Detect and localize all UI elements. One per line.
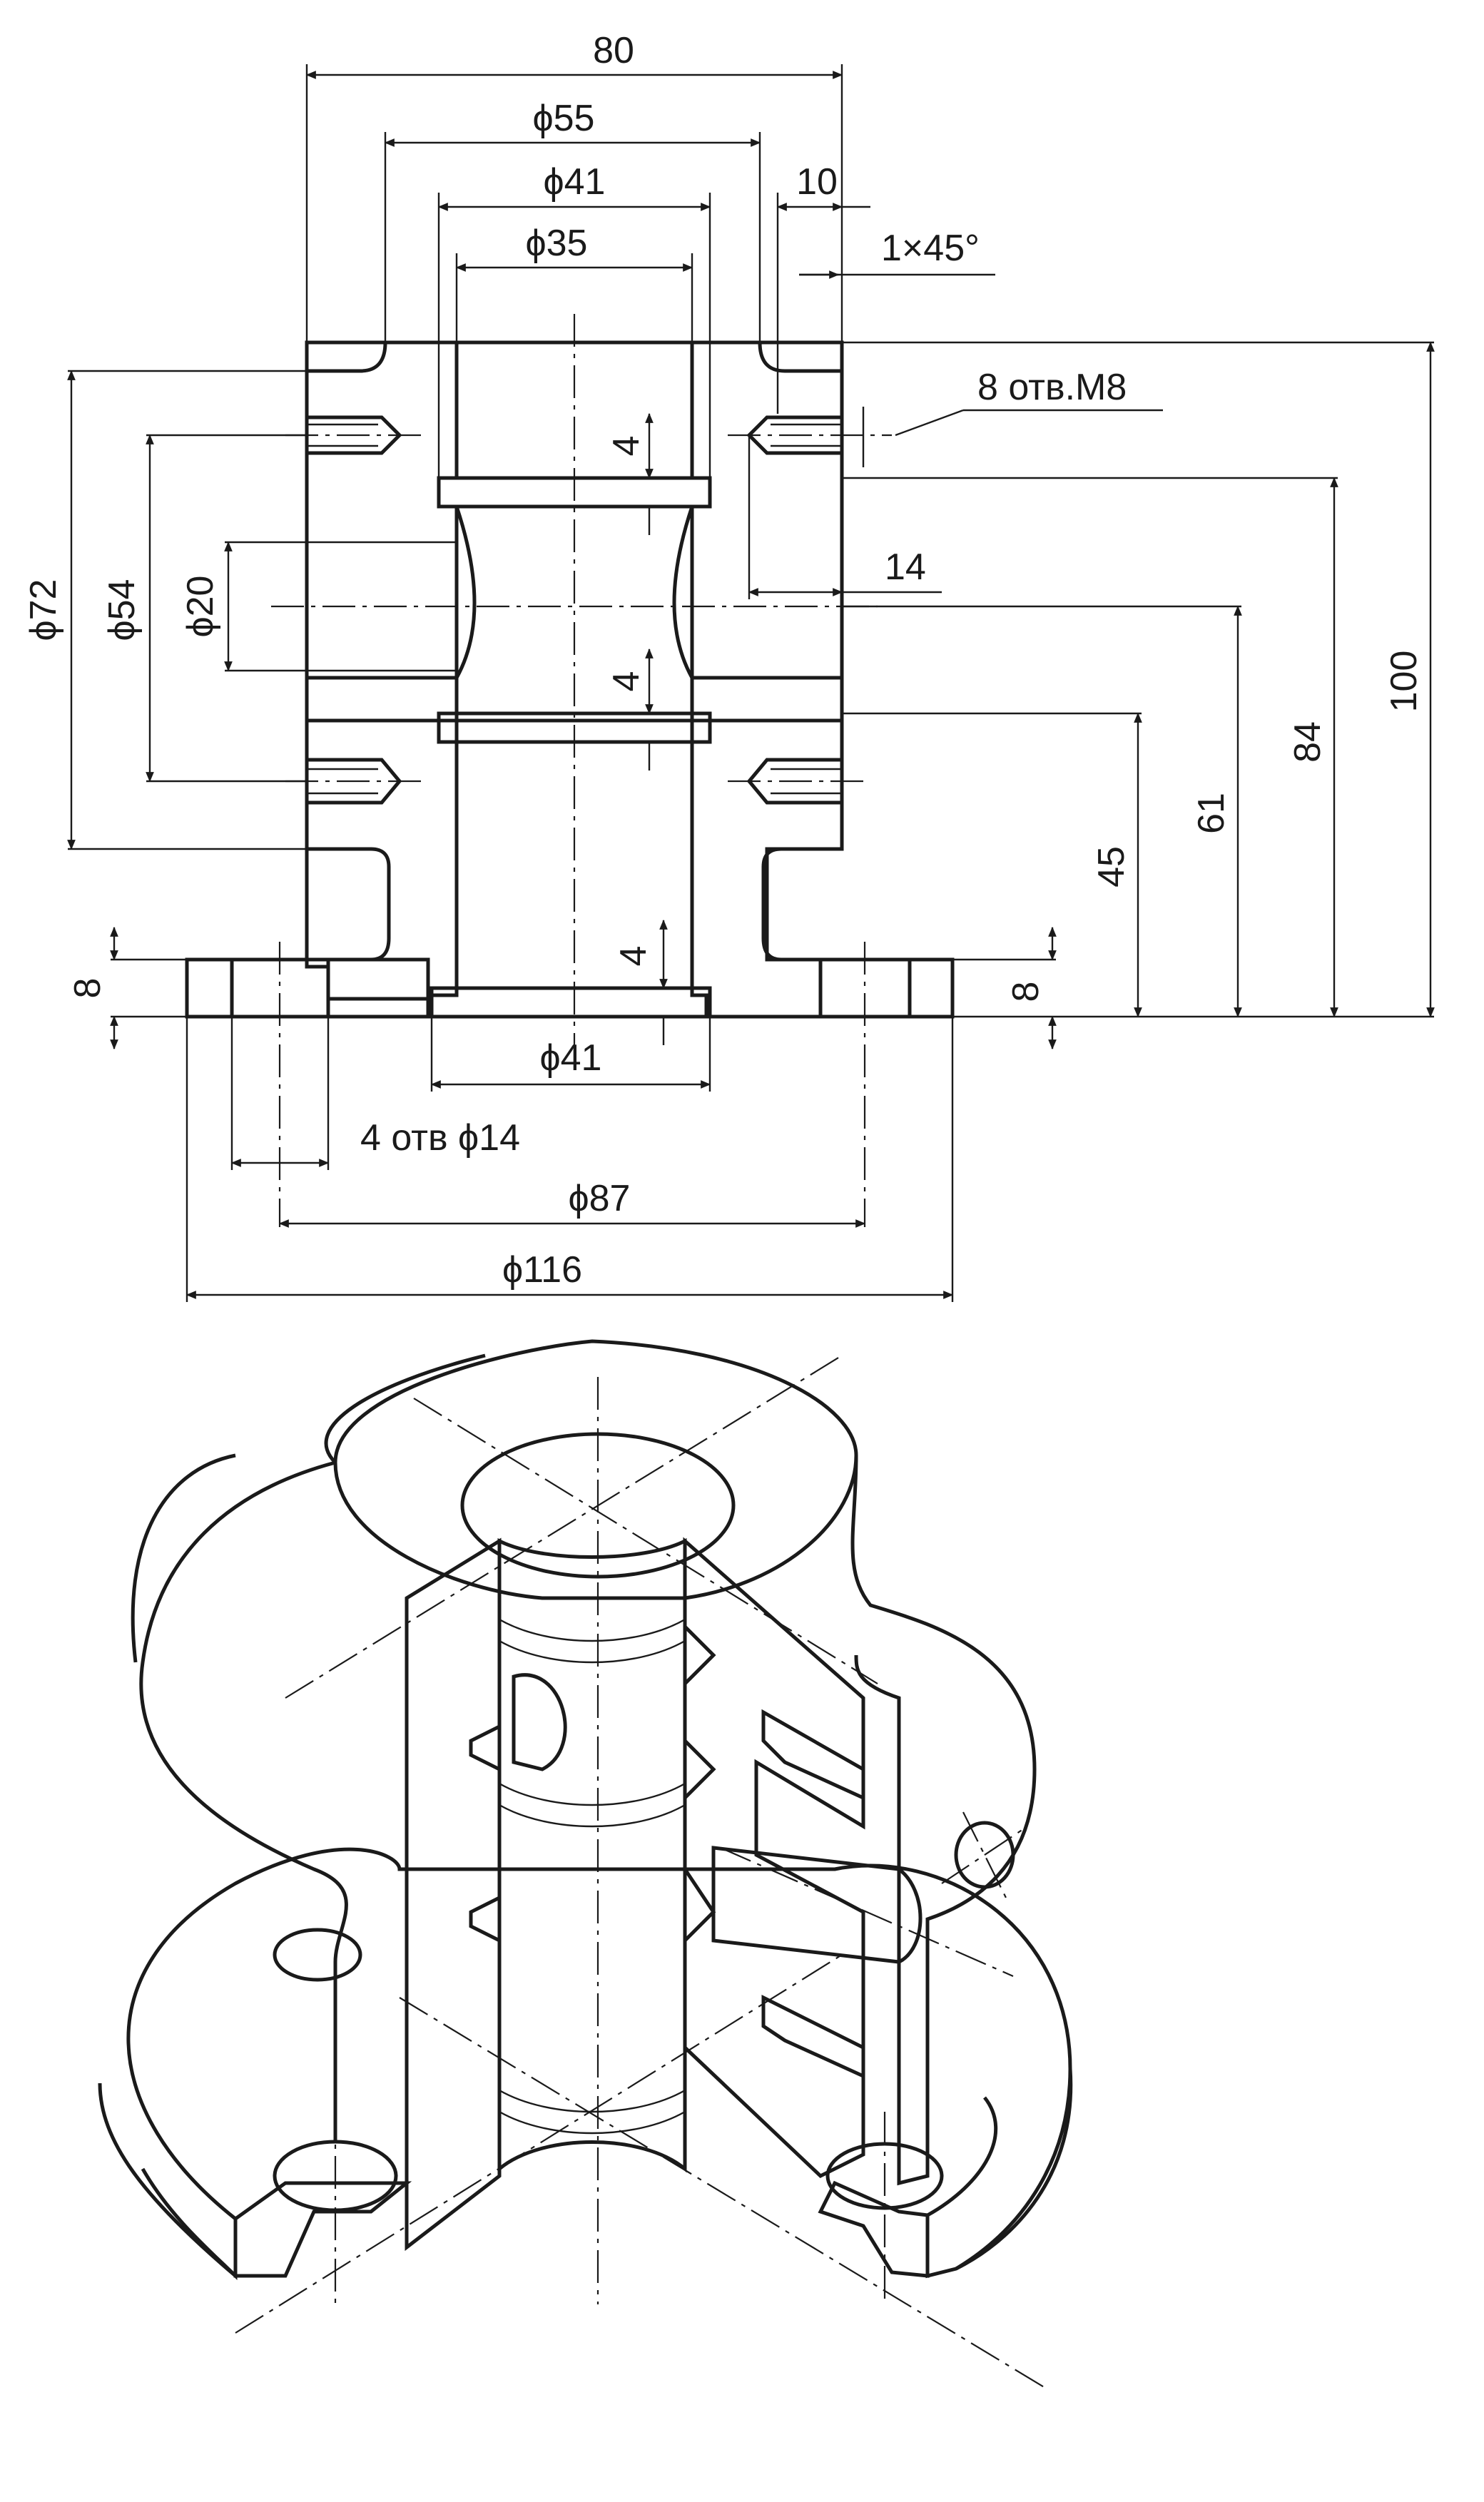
bore-middle xyxy=(454,504,695,723)
threaded-hole-br xyxy=(746,758,844,805)
dim-d41-top: ϕ41 xyxy=(544,161,606,203)
iso-side-hole xyxy=(954,1821,1015,1889)
dim-d55: ϕ55 xyxy=(533,98,595,139)
flange-right xyxy=(908,957,955,1019)
outer-profile-right xyxy=(758,342,955,1017)
dim-threaded-holes: 8 отв.М8 xyxy=(977,367,1127,408)
flange-hole-iso-back-left xyxy=(273,1928,362,1982)
flange-disc-edge xyxy=(141,2167,238,2281)
bore-groove-1b xyxy=(499,1639,686,1664)
dim-h61: 61 xyxy=(1191,793,1232,834)
dim-groove-top: 4 xyxy=(606,436,647,457)
dim-d41-bottom: ϕ41 xyxy=(540,1037,602,1079)
dim-through-holes: 4 отв ϕ14 xyxy=(360,1117,520,1159)
iso-cross-bore xyxy=(711,1846,923,1964)
cross-hole-left xyxy=(512,1673,567,1771)
dim-d54: ϕ54 xyxy=(101,579,143,641)
dim-flange-right: 8 xyxy=(1005,982,1047,1002)
hub-top-face xyxy=(333,1455,858,1600)
dim-groove-mid: 4 xyxy=(606,671,647,692)
iso-side-hole-axis-1 xyxy=(941,1826,1028,1884)
dim-d20: ϕ20 xyxy=(180,576,221,638)
dim-h45: 45 xyxy=(1091,846,1132,888)
flange-cut-right xyxy=(818,2180,930,2278)
threaded-hole-tl xyxy=(305,415,402,455)
isometric-view xyxy=(98,1339,1073,2391)
flange-disc xyxy=(126,1847,1073,2279)
groove-bottom xyxy=(430,986,712,1019)
section-body-right xyxy=(690,340,844,680)
dim-w10: 10 xyxy=(796,161,838,203)
wall-notch-l1 xyxy=(469,1723,502,1773)
section-body-left xyxy=(305,340,459,680)
threaded-hole-bl xyxy=(305,758,402,805)
bore-groove-1 xyxy=(499,1618,686,1642)
hub-outline xyxy=(333,1339,1037,2186)
flange-rim-right xyxy=(955,2068,1072,2271)
section-view: 80 ϕ55 ϕ41 ϕ35 10 1×45° 8 отв.М8 ϕ72 ϕ54… xyxy=(23,30,1435,1302)
bore-interior xyxy=(497,1537,687,2173)
iso-threaded-hole-bottom xyxy=(761,1994,865,2079)
iso-diag-axis-1 xyxy=(285,1355,843,1699)
dim-depth14: 14 xyxy=(885,546,926,588)
iso-diag-axis-2 xyxy=(413,1398,878,1684)
hub-back-lobe xyxy=(139,1460,348,2140)
dim-flange-left: 8 xyxy=(67,978,108,999)
dim-overall-width: 80 xyxy=(593,30,634,71)
dimension-lines xyxy=(67,64,1435,1302)
dim-d87: ϕ87 xyxy=(569,1178,631,1219)
flange-left-inner xyxy=(326,957,430,1019)
dim-chamfer: 1×45° xyxy=(881,228,980,269)
bore-groove-2b xyxy=(499,1804,686,1828)
bore-groove-2 xyxy=(499,1782,686,1806)
iso-side-hole-axis-2 xyxy=(962,1811,1007,1898)
iso-threaded-hole-top xyxy=(761,1709,865,1801)
dim-d72: ϕ72 xyxy=(23,579,64,641)
bore-groove-3b xyxy=(499,2110,686,2135)
bore-groove-3 xyxy=(499,2089,686,2113)
dim-groove-bottom: 4 xyxy=(613,946,654,967)
iso-diag-axis-4 xyxy=(399,1997,1050,2391)
hub-lobe-outer xyxy=(131,1453,236,1663)
outer-profile-left xyxy=(185,342,391,1017)
hub-lobe-upper xyxy=(324,1353,486,1464)
wall-notch-l2 xyxy=(469,1894,502,1944)
dim-d116: ϕ116 xyxy=(502,1249,582,1291)
flange-rim xyxy=(98,2083,237,2277)
threaded-hole-tr xyxy=(746,415,844,455)
iso-hole-axis xyxy=(720,1846,1014,1978)
dim-h84: 84 xyxy=(1287,721,1328,763)
dim-d35: ϕ35 xyxy=(526,223,588,264)
cut-wall-left xyxy=(405,1537,502,2252)
iso-diag-axis-3 xyxy=(235,1954,843,2334)
dimension-labels: 80 ϕ55 ϕ41 ϕ35 10 1×45° 8 отв.М8 ϕ72 ϕ54… xyxy=(23,30,1425,1291)
dim-h100: 100 xyxy=(1383,651,1425,713)
flange-left xyxy=(185,957,234,1019)
